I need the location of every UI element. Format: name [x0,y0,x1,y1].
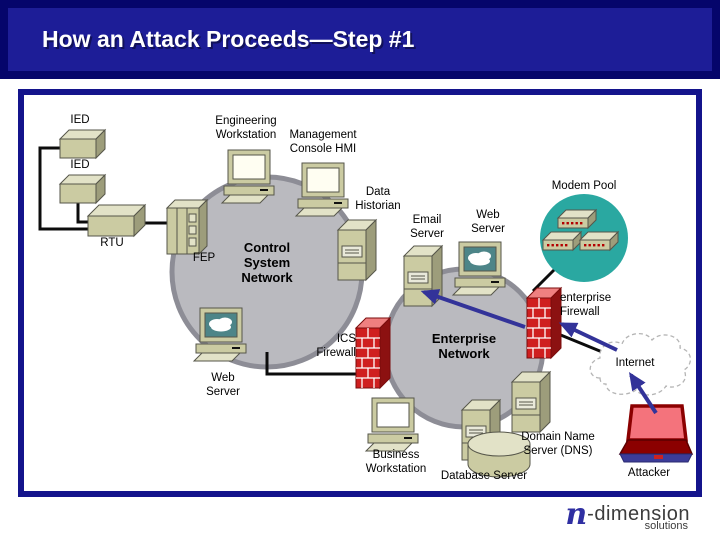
label-control-system-network: Control System Network [241,240,293,285]
arrow-internet-to-firewall [558,322,618,352]
label-internet: Internet [615,357,655,369]
company-logo: n-dimension solutions [565,497,694,537]
logo-tagline: solutions [644,520,688,532]
fep-rack-icon [165,198,209,256]
engineering-workstation-icon [221,149,275,204]
attack-path-arrows [420,289,658,415]
management-console-hmi-icon [295,162,349,217]
label-enterprise-firewall: enterprise Firewall [560,292,612,318]
database-server-icon [461,399,531,478]
label-email-server: Email Server [410,214,444,240]
label-management-console-hmi: Management Console HMI [289,129,357,155]
arrow-attacker-to-internet [629,371,658,415]
label-engineering-workstation: Engineering Workstation [215,115,277,141]
ied-device-icon [59,174,106,204]
label-web-server-control: Web Server [206,372,240,398]
slide-title: How an Attack Proceeds—Step #1 [42,26,415,52]
enterprise-firewall-icon [526,287,562,359]
dns-server-icon [511,371,551,433]
arrow-firewall-to-email-server [420,289,526,329]
ics-firewall-icon [355,317,391,389]
logo-n-icon: n [565,497,588,532]
label-data-historian: Data Historian [355,186,401,212]
label-fep: FEP [192,252,216,264]
label-business-workstation: Business Workstation [365,449,427,475]
web-server-enterprise-icon [452,241,506,296]
label-ied-2: IED [70,159,90,171]
label-web-server-enterprise: Web Server [471,209,505,235]
web-server-control-icon [193,307,247,362]
label-rtu: RTU [100,237,124,249]
label-modem-pool: Modem Pool [551,180,617,192]
ied-device-icon [59,129,106,159]
slide-header-panel: How an Attack Proceeds—Step #1 [8,8,712,71]
modem-icon [579,231,619,251]
rtu-device-icon [86,203,147,238]
label-database-server: Database Server [440,470,528,482]
label-ied-1: IED [70,114,90,126]
label-ics-firewall: ICS Firewall [316,333,356,359]
modem-icon [542,231,582,251]
data-historian-server-icon [337,219,377,281]
slide-header: How an Attack Proceeds—Step #1 [0,0,720,79]
label-enterprise-network: Enterprise Network [431,331,497,361]
modem-icon [557,209,597,229]
label-dns-server: Domain Name Server (DNS) [521,431,595,457]
attacker-laptop-icon [618,404,694,463]
modem-pool-group [540,194,628,282]
business-workstation-icon [365,397,419,452]
logo-name: -dimension [587,503,690,525]
label-attacker: Attacker [627,467,671,479]
